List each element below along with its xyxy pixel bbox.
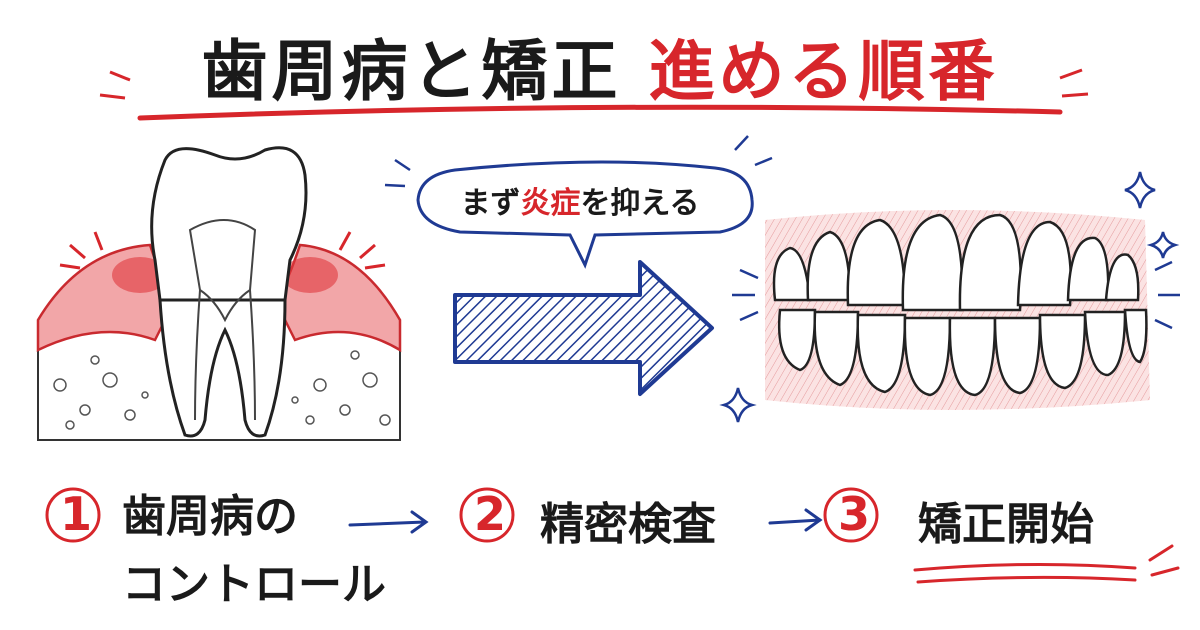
step-3-label: 矯正開始 <box>918 499 1094 550</box>
step-arrows <box>348 508 823 534</box>
step-number-circles <box>45 487 879 543</box>
step-1-line2: コントロール <box>122 559 386 610</box>
page-title: 歯周病と矯正 進める順番 <box>0 18 1200 114</box>
final-step-underline <box>913 544 1180 584</box>
speech-bubble <box>384 135 773 269</box>
sparkle-icon <box>719 171 1180 423</box>
step-2-number: 2 <box>474 487 507 541</box>
step-1-line1: 歯周病の <box>122 491 298 542</box>
speech-bubble-text: まず炎症を抑える <box>420 178 740 222</box>
bubble-text-highlight: 炎症 <box>520 186 581 221</box>
right-arrow-icon <box>453 260 714 396</box>
title-underline <box>99 68 1089 121</box>
step-1-number: 1 <box>60 487 93 541</box>
title-main: 歯周病と矯正 <box>201 33 622 110</box>
healthy-teeth-icon <box>732 210 1180 410</box>
title-accent: 進める順番 <box>648 33 999 110</box>
bubble-text-pre: まず <box>460 186 521 221</box>
step-2-label: 精密検査 <box>540 499 716 550</box>
bubble-text-post: を抑える <box>580 186 700 221</box>
tooth-with-inflamed-gums-icon <box>36 146 402 441</box>
step-3-number: 3 <box>838 487 871 541</box>
